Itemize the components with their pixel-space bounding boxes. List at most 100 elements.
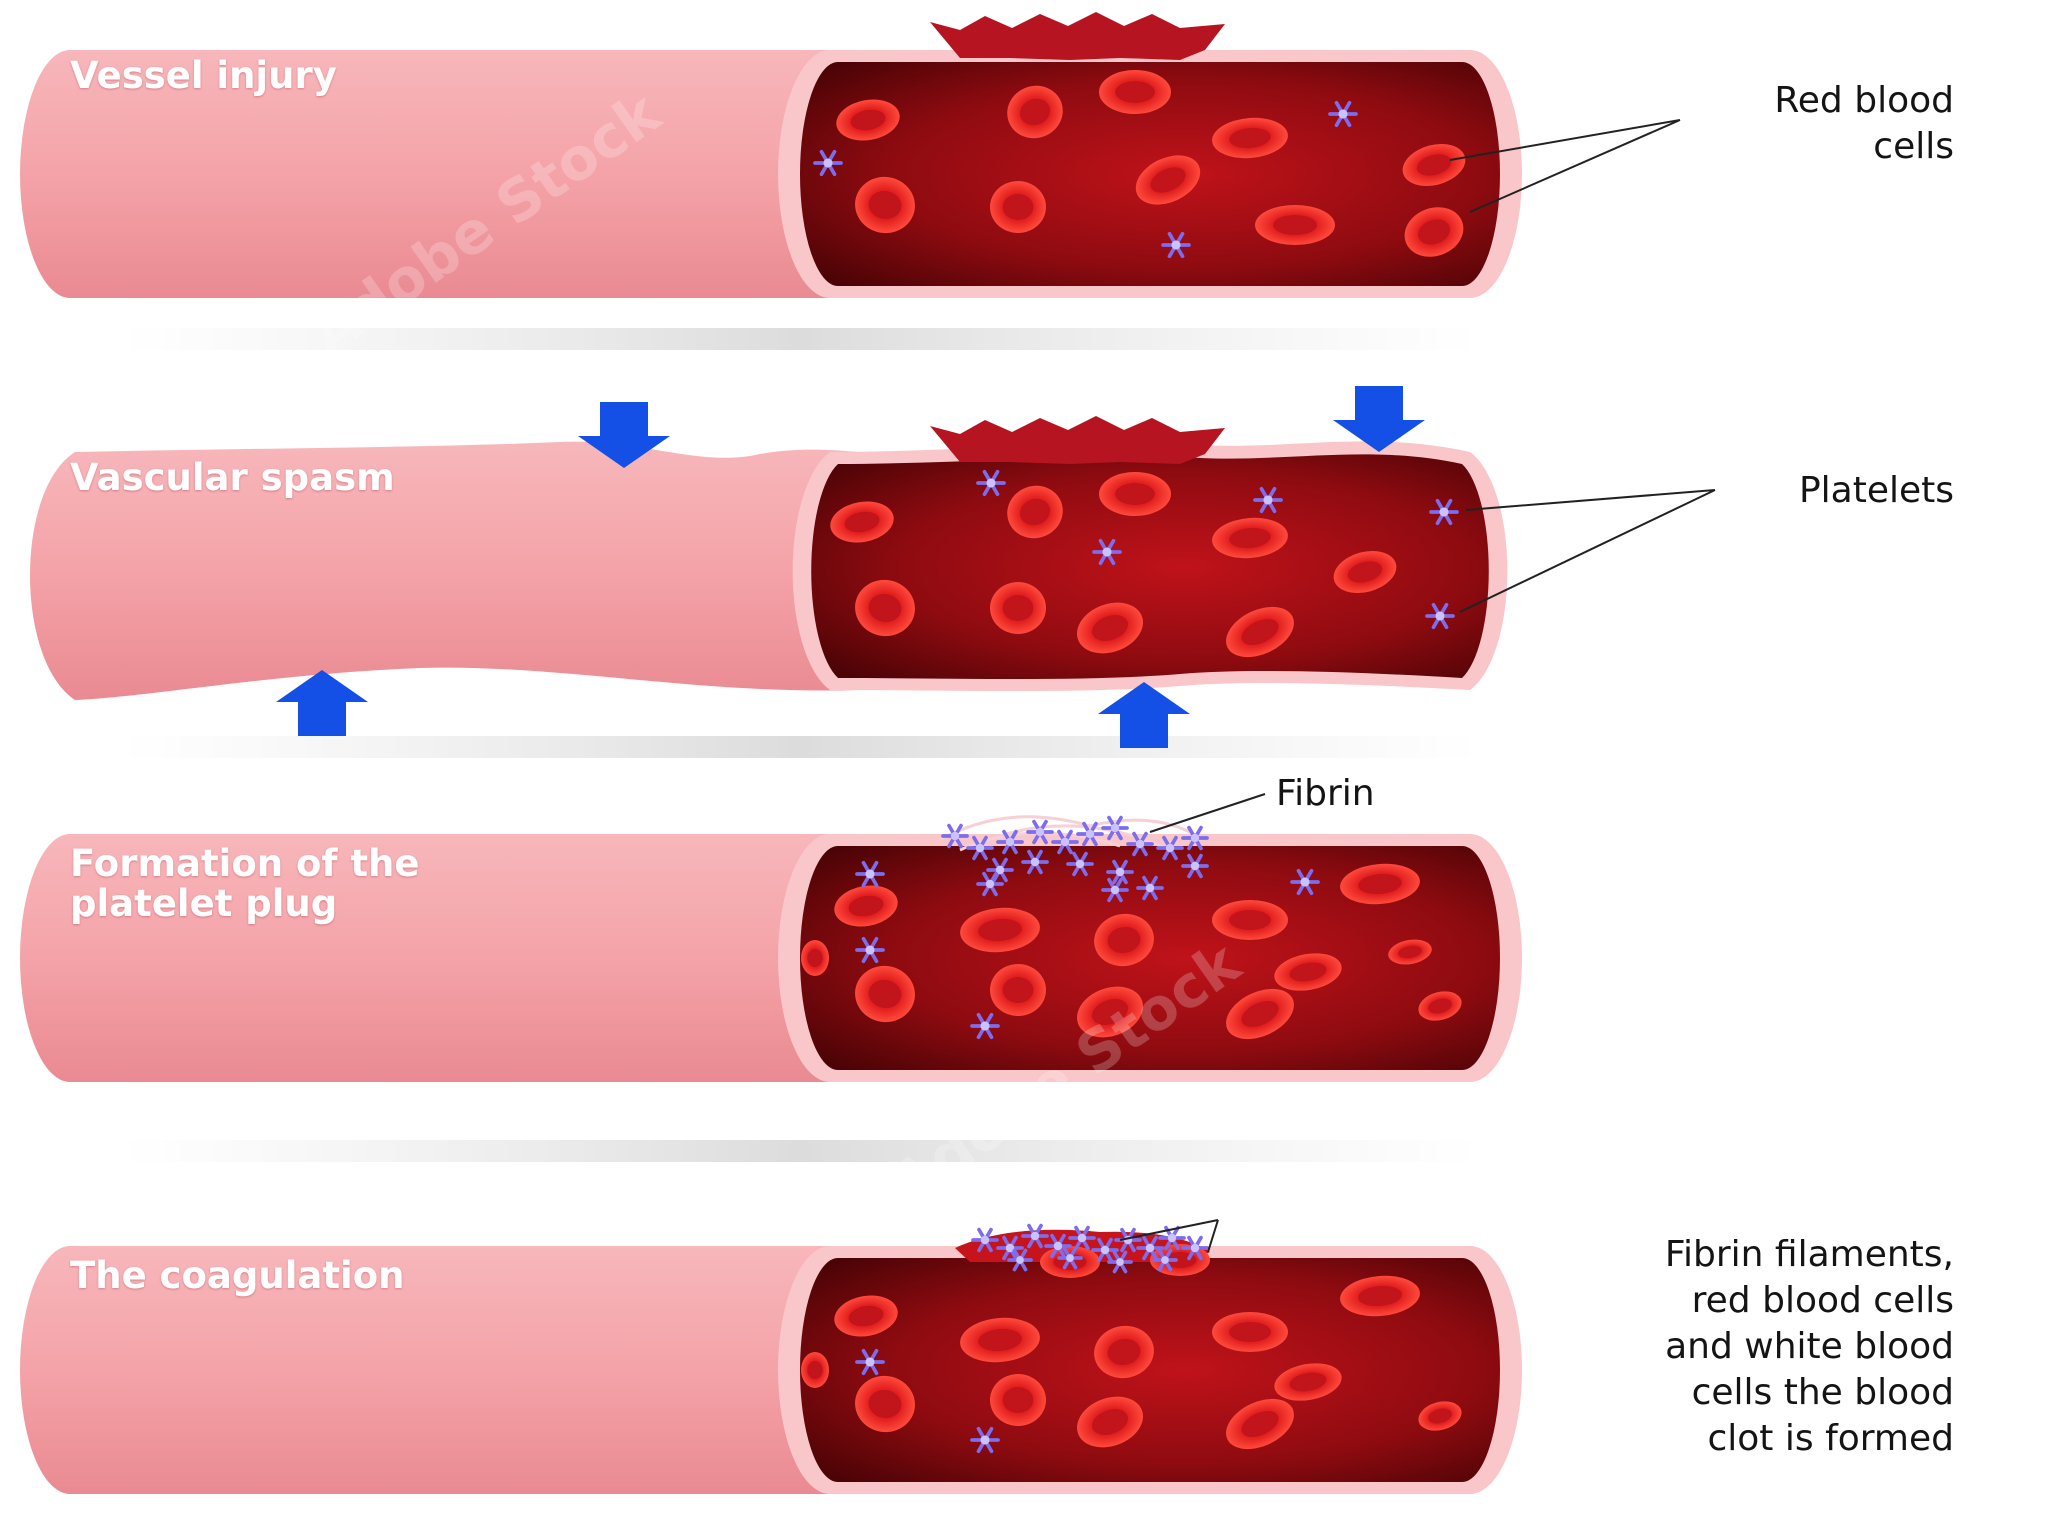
- platelet: [976, 469, 1006, 497]
- red-blood-cells: [801, 70, 1466, 1450]
- platelet: [1101, 877, 1129, 903]
- vessel-wall: [20, 1246, 860, 1494]
- platelet: [996, 1235, 1024, 1261]
- platelet: [1107, 1250, 1133, 1274]
- platelet: [1425, 602, 1455, 630]
- platelet: [1051, 829, 1079, 855]
- vessel-lumen: [800, 846, 1500, 1070]
- leader-line-clot: [1119, 1219, 1219, 1253]
- red-blood-cell: [855, 965, 915, 1023]
- red-blood-cell: [1255, 205, 1335, 245]
- red-blood-cell: [1212, 1312, 1288, 1352]
- red-blood-cell: [1007, 485, 1063, 539]
- platelet: [1328, 100, 1358, 128]
- callout-red-blood-cells: Red blood cells: [1774, 78, 1954, 170]
- stage-label-platelet-plug: Formation of the platelet plug: [70, 844, 420, 924]
- vessel-wall: [20, 834, 860, 1082]
- red-blood-cell: [801, 1352, 829, 1388]
- arrow-up-icon: [1098, 682, 1190, 748]
- platelet: [1429, 498, 1459, 526]
- callout-line: and white blood: [1665, 1326, 1954, 1367]
- callout-line: clot is formed: [1707, 1418, 1954, 1459]
- vessel-shadow: [120, 736, 1480, 758]
- platelet: [1136, 875, 1164, 901]
- vessel-platelet-plug: [20, 815, 1522, 1082]
- vessel-shadow: [120, 1140, 1480, 1162]
- platelet: [1026, 819, 1054, 845]
- red-blood-cell: [990, 582, 1046, 634]
- red-blood-cell: [1274, 953, 1342, 991]
- red-blood-cell: [1388, 939, 1432, 965]
- platelet: [855, 936, 885, 964]
- platelet: [1106, 859, 1134, 885]
- red-blood-cell: [1077, 602, 1143, 654]
- platelet: [813, 149, 843, 177]
- platelet: [1066, 851, 1094, 877]
- red-blood-cell: [990, 181, 1046, 233]
- vessel-lumen: [811, 454, 1489, 679]
- platelet: [1126, 831, 1154, 857]
- red-blood-cell: [1007, 85, 1063, 139]
- platelet: [1181, 1235, 1209, 1261]
- callout-line: Red blood: [1774, 80, 1954, 121]
- red-blood-cell: [1135, 155, 1201, 205]
- platelet: [1152, 1248, 1178, 1272]
- red-blood-cell: [1099, 70, 1171, 114]
- stage-label-vessel-injury: Vessel injury: [70, 54, 337, 97]
- stage-label-line: platelet plug: [70, 882, 338, 925]
- platelet: [1290, 868, 1320, 896]
- red-blood-cell: [855, 1375, 915, 1433]
- callout-line: Fibrin filaments,: [1664, 1234, 1954, 1275]
- platelet: [971, 1227, 999, 1253]
- stage-label-line: Formation of the: [70, 842, 420, 885]
- platelet: [1161, 231, 1191, 259]
- callout-line: red blood cells: [1691, 1280, 1954, 1321]
- platelet: [1007, 1248, 1033, 1272]
- red-blood-cell: [1404, 207, 1464, 257]
- red-blood-cell: [1340, 863, 1420, 905]
- red-blood-cell: [834, 1295, 898, 1337]
- red-blood-cell: [834, 885, 898, 927]
- red-blood-cell: [1274, 1363, 1342, 1401]
- platelet: [855, 1348, 885, 1376]
- leader-line-platelets: [1459, 489, 1716, 613]
- red-blood-cell: [1077, 1396, 1143, 1448]
- red-blood-cell: [836, 99, 900, 141]
- platelet: [1101, 815, 1129, 841]
- arrow-up-icon: [276, 670, 368, 736]
- callout-line: cells: [1873, 126, 1954, 167]
- callout-line: cells the blood: [1691, 1372, 1954, 1413]
- red-blood-cell: [1094, 1325, 1154, 1379]
- vessel-shadow: [120, 328, 1480, 350]
- platelet: [1021, 1223, 1049, 1249]
- red-blood-cell: [855, 579, 915, 637]
- platelet: [1068, 1225, 1096, 1251]
- platelet: [1092, 538, 1122, 566]
- red-blood-cell: [1226, 988, 1294, 1040]
- platelet: [855, 860, 885, 888]
- platelet: [1057, 1246, 1083, 1270]
- wound-flap: [930, 416, 1225, 464]
- constriction-arrows: [276, 386, 1425, 748]
- red-blood-cell: [1094, 913, 1154, 967]
- platelet: [1044, 1233, 1072, 1259]
- red-blood-cell: [855, 176, 915, 234]
- vessel-lumen: [800, 1258, 1500, 1482]
- red-blood-cell: [801, 940, 829, 976]
- red-blood-cell: [1333, 550, 1397, 594]
- stage-label-vascular-spasm: Vascular spasm: [70, 456, 395, 499]
- platelet: [1021, 849, 1049, 875]
- red-blood-cell: [1226, 1398, 1294, 1450]
- callout-platelets: Platelets: [1798, 470, 1954, 511]
- red-blood-cell: [960, 907, 1040, 953]
- vessel-wall: [20, 50, 860, 298]
- platelet: [1253, 486, 1283, 514]
- platelet: [1076, 821, 1104, 847]
- red-blood-cell: [1212, 900, 1288, 940]
- red-blood-cell: [830, 501, 894, 543]
- red-blood-cell: [1418, 1401, 1462, 1431]
- red-blood-cell: [1212, 517, 1288, 559]
- vessel-spasm: [30, 416, 1508, 700]
- red-blood-cell: [1099, 472, 1171, 516]
